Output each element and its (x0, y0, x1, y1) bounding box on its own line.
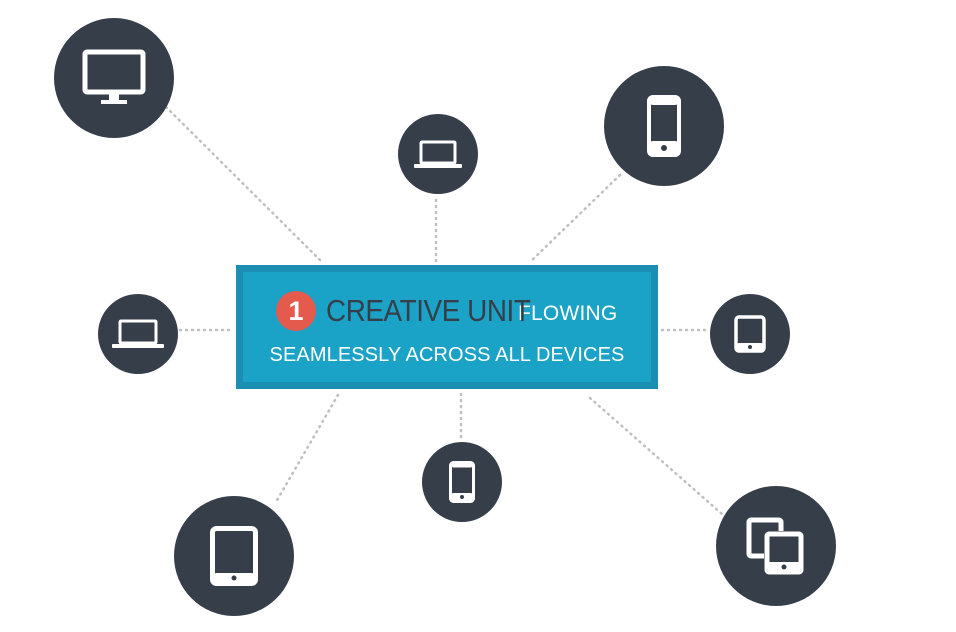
connector-tablet-bottom (274, 393, 340, 504)
device-node-laptop-top (398, 114, 478, 194)
tablet-icon (734, 315, 766, 353)
connector-multiscreen (588, 396, 724, 516)
device-node-phone-top (604, 66, 724, 186)
device-node-phone-bottom (422, 442, 502, 522)
laptop-icon (112, 319, 164, 348)
device-node-tablet-right (710, 294, 790, 374)
smartphone-icon (647, 95, 681, 157)
connector-phone-top (528, 173, 622, 264)
connector-desktop (164, 105, 324, 264)
subline-text: SEAMLESSLY ACROSS ALL DEVICES (269, 344, 625, 366)
multi-screen-icon (746, 517, 804, 575)
laptop-icon (414, 140, 462, 168)
device-node-multiscreen (716, 486, 836, 606)
device-node-tablet-bottom (174, 496, 294, 616)
creative-unit-box: 1 CREATIVE UNIT FLOWING SEAMLESSLY ACROS… (236, 265, 658, 389)
device-node-desktop (54, 18, 174, 138)
headline-suffix: FLOWING (518, 302, 618, 325)
smartphone-icon (449, 461, 475, 503)
tablet-icon (210, 526, 258, 586)
headline-row: 1 CREATIVE UNIT FLOWING (276, 291, 617, 331)
desktop-monitor-icon (82, 49, 146, 104)
headline-text: CREATIVE UNIT (326, 293, 531, 328)
device-node-laptop-left (98, 294, 178, 374)
number-badge: 1 (276, 291, 316, 331)
